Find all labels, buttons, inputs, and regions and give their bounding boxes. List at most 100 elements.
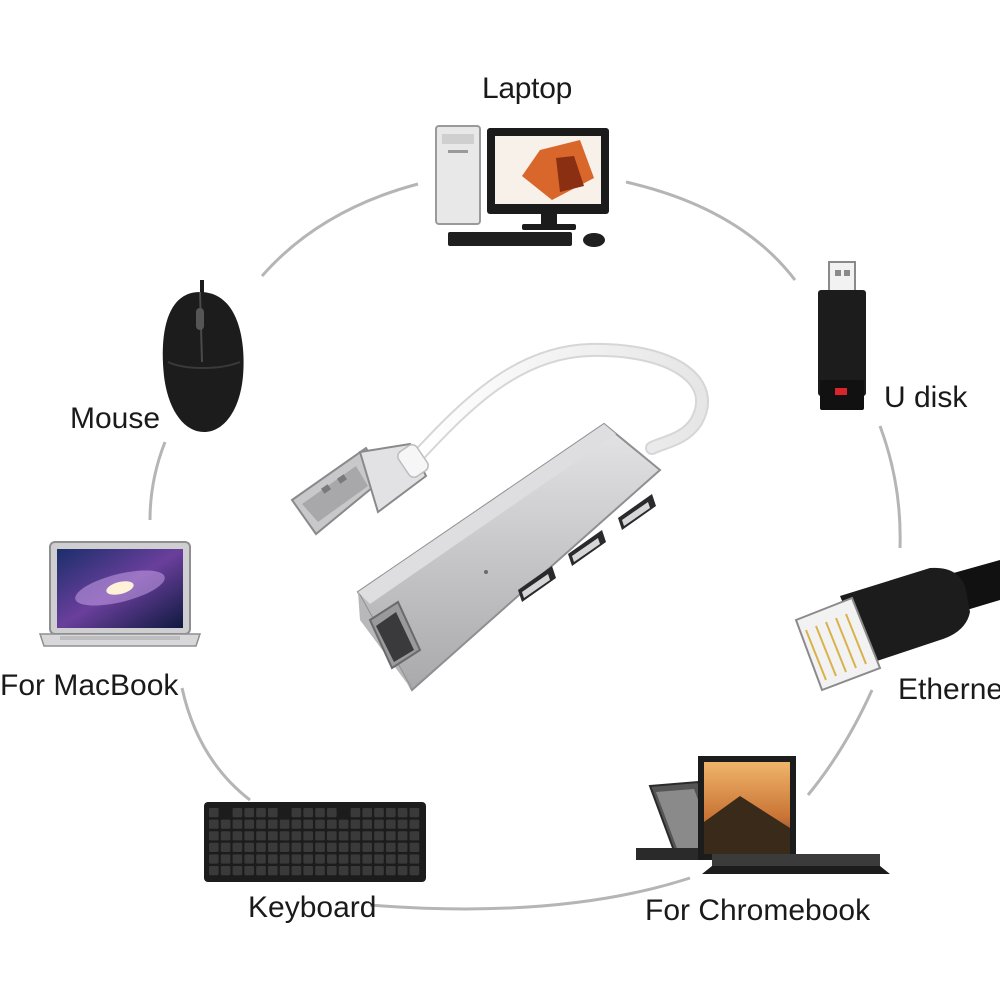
keyboard-key [315,808,325,818]
keyboard-key [279,866,290,876]
keyboard-key [268,842,278,852]
keyboard-key [409,819,420,829]
keyboard-key [303,854,313,864]
arc-udisk-ethernet [878,425,902,549]
keyboard-key [232,842,243,852]
keyboard-key [327,842,337,852]
keyboard-key [268,866,278,876]
keyboard-key [303,819,313,829]
keyboard-key [397,808,408,818]
keyboard-key [350,842,361,852]
arc-ethernet-chromebook [806,689,874,796]
convertible-laptop-icon [636,756,890,874]
keyboard-key [409,854,420,864]
keyboard-key [209,842,219,852]
keyboard-key [374,819,384,829]
keyboard-key [279,831,290,841]
label-keyboard: Keyboard [248,891,376,924]
keyboard-key [268,854,278,864]
keyboard-key [268,808,278,818]
keyboard-key [338,854,349,864]
keyboard-key [374,854,384,864]
usb-flash-drive-icon [818,261,866,410]
keyboard-key [256,831,266,841]
keyboard-key [244,854,254,864]
keyboard-key [409,808,420,818]
keyboard-key [338,866,349,876]
keyboard-key [303,866,313,876]
ring-arcs [148,180,902,911]
macbook-icon [38,541,202,647]
keyboard-key [315,831,325,841]
keyboard-key [232,808,243,818]
hub-ethernet-port [368,600,422,670]
keyboard-key [209,854,219,864]
keyboard-key [374,808,384,818]
keyboard-key [374,866,384,876]
arc-macbook-mouse [148,441,167,521]
keyboard-key [338,831,349,841]
keyboard-key [327,866,337,876]
keyboard-key [244,842,254,852]
keyboard-key [362,819,372,829]
keyboard-key [386,831,396,841]
keyboard-key [362,854,372,864]
keyboard-icon [204,802,426,882]
keyboard-key [256,854,266,864]
keyboard-key [279,842,290,852]
keyboard-key [409,866,420,876]
keyboard-key [362,866,372,876]
keyboard-key [268,819,278,829]
keyboard-key [209,819,219,829]
keyboard-key [374,831,384,841]
keyboard-key [232,866,243,876]
keyboard-key [362,831,372,841]
keyboard-key [291,819,302,829]
keyboard-key [386,819,396,829]
keyboard-key [409,842,420,852]
keyboard-key [397,842,408,852]
keyboard-key [279,854,290,864]
keyboard-key [232,831,243,841]
keyboard-key [256,842,266,852]
keyboard-key [397,866,408,876]
arc-laptop-udisk [625,180,797,281]
arc-mouse-laptop [260,182,419,277]
computer-mouse-icon [162,279,244,432]
keyboard-key [386,866,396,876]
hub-usb-port-3 [618,494,656,530]
usb-hub-adapter-icon [290,342,709,692]
keyboard-key [220,819,231,829]
keyboard-key [315,866,325,876]
arc-keyboard-macbook [180,687,251,802]
keyboard-key [303,831,313,841]
keyboard-key [338,819,349,829]
label-mouse: Mouse [70,402,160,435]
keyboard-key [220,866,231,876]
rj45-cable-icon [794,560,1000,692]
keyboard-key [268,831,278,841]
keyboard-key [244,808,254,818]
keyboard-key [315,819,325,829]
hub-usb-port-1 [518,566,556,602]
label-ethernet: Ethernet [898,673,1000,706]
keyboard-key [327,854,337,864]
arc-chromebook-keyboard [369,876,691,911]
keyboard-key [409,831,420,841]
keyboard-key [209,831,219,841]
keyboard-key [256,819,266,829]
keyboard-key [291,842,302,852]
keyboard-key [291,831,302,841]
keyboard-key [315,854,325,864]
keyboard-keys [209,808,420,876]
keyboard-key [327,819,337,829]
keyboard-key [220,854,231,864]
keyboard-key [350,866,361,876]
hub-usb-port-2 [568,530,606,566]
label-macbook: For MacBook [0,669,179,702]
label-laptop: Laptop [482,72,572,105]
keyboard-key [244,866,254,876]
keyboard-key [209,866,219,876]
keyboard-key [327,808,337,818]
keyboard-key [386,808,396,818]
